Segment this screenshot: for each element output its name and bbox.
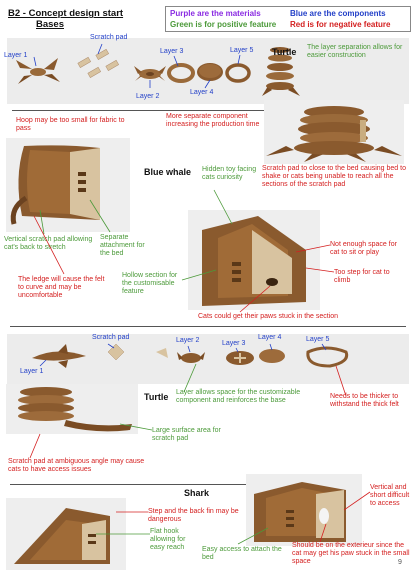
label-layer3-2: Layer 3 <box>222 340 246 347</box>
pos-easy-access: Easy access to attach the bed <box>202 546 282 561</box>
neg-scratch-close: Scratch pad to close to the bed causing … <box>262 165 406 188</box>
label-layer1-2: Layer 1 <box>20 368 44 375</box>
label-scratch-pad-2: Scratch pad <box>92 334 130 341</box>
neg-thicker: Needs to be thicker to withstand the thi… <box>330 393 399 408</box>
pos-hollow-section: Hollow section for the customisable feat… <box>122 272 178 295</box>
page-title: B2 - Concept design start <box>8 8 124 19</box>
label-layer2: Layer 2 <box>136 93 160 100</box>
divider-3 <box>10 484 246 485</box>
label-layer2-2: Layer 2 <box>176 337 200 344</box>
exploded-components-2 <box>32 343 349 368</box>
shark-front-render <box>254 482 346 542</box>
scratch-pad-flat-shape <box>156 348 168 358</box>
divider-1 <box>12 110 402 111</box>
layer3-shape-b <box>226 351 254 365</box>
layer2-shape-b <box>177 352 205 363</box>
legend-purple: Purple are the materials <box>170 9 261 18</box>
layer5-ring-shape <box>225 63 251 83</box>
legend-green: Green is for positive feature <box>170 20 277 29</box>
layer2-star-shape <box>134 66 166 81</box>
turtle-heading-1: Turtle <box>272 47 297 57</box>
pos-flat-hook: Flat hook allowing for easy reach <box>150 528 186 551</box>
page-number: 9 <box>398 559 402 566</box>
legend-red: Red is for negative feature <box>290 20 391 29</box>
blue-whale-side-render <box>10 145 101 225</box>
neg-not-enough-space: Not enough space for cat to sit or play <box>330 241 397 256</box>
pos-large-surface: Large surface area for scratch pad <box>152 427 221 442</box>
layer1-leaf-shape <box>32 344 86 368</box>
neg-hoop-small: Hoop may be too small for fabric to pass <box>16 117 125 132</box>
turtle-heading-2: Turtle <box>144 392 169 402</box>
label-layer5-2: Layer 5 <box>306 336 330 343</box>
neg-paws-stuck: Cats could get their paws stuck in the s… <box>198 313 339 320</box>
pos-layer-space: Layer allows space for the customizable … <box>176 389 301 404</box>
neg-exterior: Should be on the exterieur since the cat… <box>292 542 410 565</box>
pos-separate-attachment: Separate attachment for the bed <box>100 234 145 257</box>
blue-whale-front-render <box>202 216 306 306</box>
divider-2 <box>10 326 406 327</box>
label-layer1: Layer 1 <box>4 52 28 59</box>
turtle-stack-shape <box>262 47 300 96</box>
label-layer3: Layer 3 <box>160 48 184 55</box>
color-legend: Purple are the materials Blue are the co… <box>165 6 411 32</box>
neg-vertical-short: Vertical and short difficult to access <box>370 484 410 507</box>
shark-side-render <box>14 508 110 564</box>
page-subtitle: Bases <box>36 19 64 30</box>
layer3-ring-shape <box>167 63 195 83</box>
section2-leaders <box>33 189 335 313</box>
pos-hidden-toy: Hidden toy facing cats curiosity <box>202 166 257 181</box>
scratch-pad-pieces <box>77 48 120 78</box>
turtle2-render <box>18 387 132 432</box>
neg-step-fin: Step and the back fin may be dangerous <box>148 508 239 523</box>
layer5-shape-b <box>306 346 349 368</box>
section3-leaders <box>29 363 347 459</box>
neg-scratch-angle: Scratch pad at ambiguous angle may cause… <box>8 458 145 473</box>
label-scratch-pad: Scratch pad <box>90 34 128 41</box>
pos-layer-separation: The layer separation allows for easier c… <box>307 44 403 59</box>
label-layer4-2: Layer 4 <box>258 334 282 341</box>
neg-more-components: More separate component increasing the p… <box>166 113 260 128</box>
label-layer4: Layer 4 <box>190 89 214 96</box>
blue-whale-heading: Blue whale <box>144 167 192 177</box>
label-layer5: Layer 5 <box>230 47 254 54</box>
scratch-pad-fin-shape <box>107 343 125 361</box>
components-band-2 <box>7 334 409 384</box>
shark-heading: Shark <box>184 488 210 498</box>
turtle-render <box>266 106 402 162</box>
layer4-shape-b <box>259 349 285 363</box>
neg-too-step: Too step for cat to climb <box>334 269 390 284</box>
neg-ledge-curve: The ledge will cause the felt to curve a… <box>18 276 105 299</box>
legend-blue: Blue are the components <box>290 9 386 18</box>
exploded-components-1 <box>16 43 300 96</box>
pos-vertical-scratch: Vertical scratch pad allowing cat's back… <box>4 236 93 251</box>
layer1-cross-shape <box>16 58 60 84</box>
